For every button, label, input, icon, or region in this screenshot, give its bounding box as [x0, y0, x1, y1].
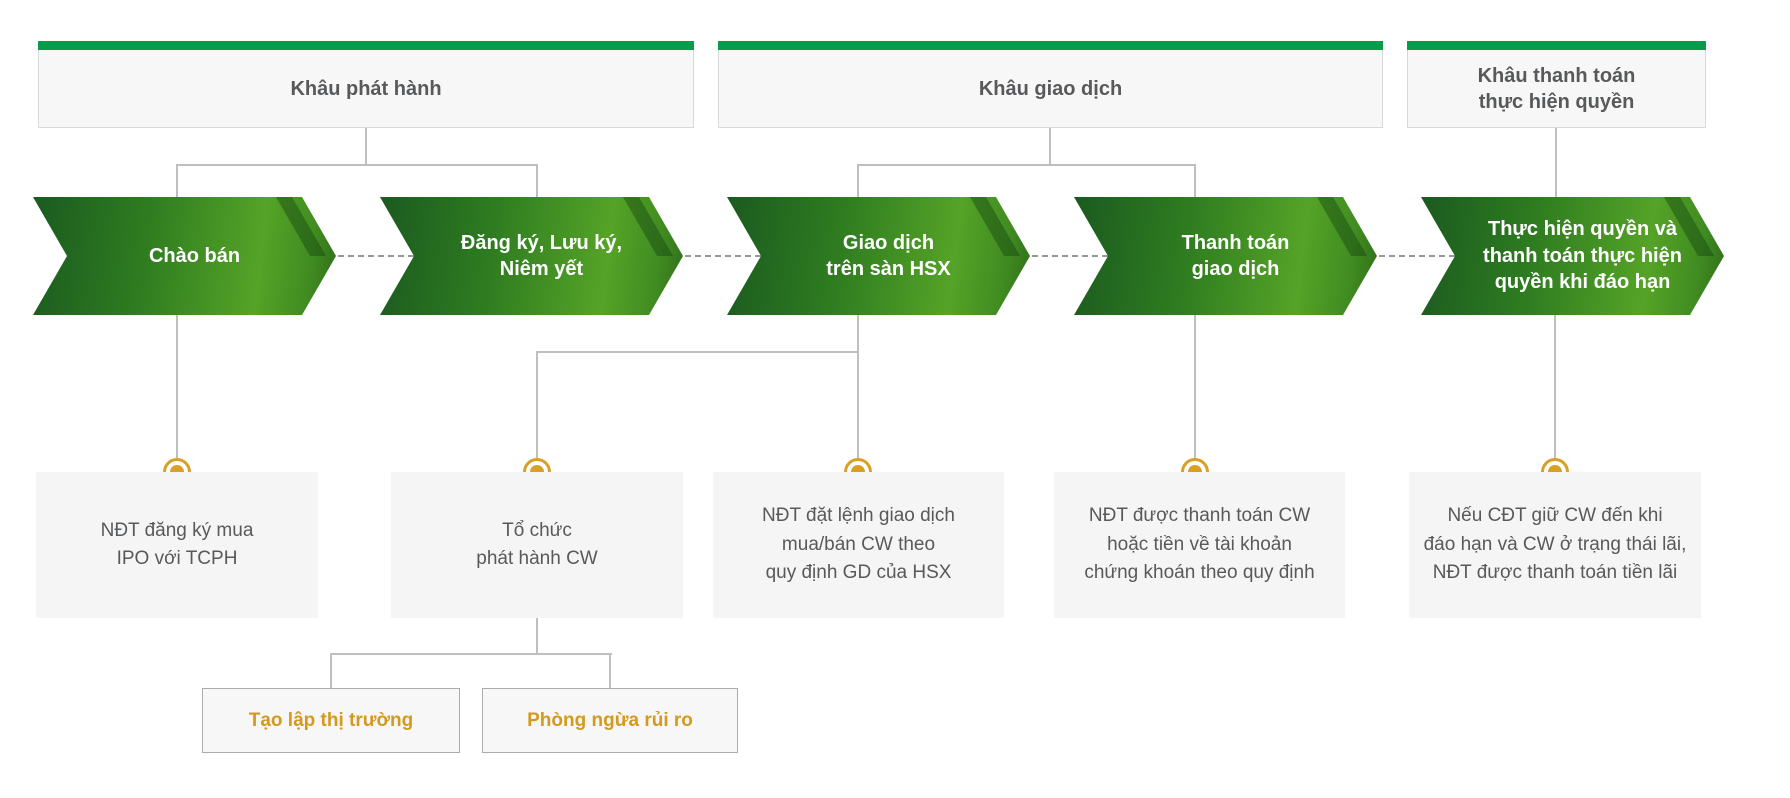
step-arrow-registration-listing: Đăng ký, Lưu ký, Niêm yết: [380, 197, 683, 315]
detail-box-maturity-payout: Nếu CĐT giữ CW đến khi đáo hạn và CW ở t…: [1409, 472, 1701, 618]
section-header-exercise-settlement: Khâu thanh toán thực hiện quyền: [1407, 41, 1706, 128]
connector-line: [176, 315, 178, 459]
connector-line: [1049, 128, 1051, 164]
detail-box-issuer: Tổ chức phát hành CW: [391, 472, 683, 618]
connector-line: [176, 164, 178, 198]
connector-line: [1554, 315, 1556, 459]
sub-step-market-making: Tạo lập thị trường: [202, 688, 460, 753]
connector-line: [1555, 128, 1557, 198]
dashed-link: [338, 255, 414, 257]
detail-box-order: NĐT đặt lệnh giao dịch mua/bán CW theo q…: [713, 472, 1004, 618]
connector-line: [609, 653, 611, 688]
step-arrow-trade-settlement: Thanh toán giao dịch: [1074, 197, 1377, 315]
connector-line: [331, 653, 612, 655]
step-arrow-trading-hsx: Giao dịch trên sàn HSX: [727, 197, 1030, 315]
arrow-fold-decoration: [623, 197, 674, 256]
section-header-trading: Khâu giao dịch: [718, 41, 1383, 128]
step-label: Giao dịch trên sàn HSX: [826, 231, 951, 280]
connector-line: [330, 653, 332, 688]
dashed-link: [1032, 255, 1108, 257]
step-label: Thực hiện quyền và thanh toán thực hiện …: [1483, 218, 1682, 294]
section-title: Khâu thanh toán thực hiện quyền: [1407, 50, 1706, 128]
section-title: Khâu giao dịch: [718, 50, 1383, 128]
section-green-bar: [38, 41, 694, 50]
connector-line: [365, 128, 367, 164]
detail-box-ipo: NĐT đăng ký mua IPO với TCPH: [36, 472, 318, 618]
connector-line: [537, 351, 859, 353]
step-arrow-offering: Chào bán: [33, 197, 336, 315]
connector-line: [857, 164, 859, 198]
arrow-fold-decoration: [1317, 197, 1368, 256]
connector-line: [536, 164, 538, 198]
arrow-fold-decoration: [276, 197, 327, 256]
section-header-issuance: Khâu phát hành: [38, 41, 694, 128]
section-green-bar: [718, 41, 1383, 50]
step-label: Đăng ký, Lưu ký, Niêm yết: [460, 231, 623, 280]
arrow-fold-decoration: [970, 197, 1021, 256]
section-title: Khâu phát hành: [38, 50, 694, 128]
connector-line: [536, 351, 538, 459]
dashed-link: [1379, 255, 1455, 257]
detail-box-settlement: NĐT được thanh toán CW hoặc tiền về tài …: [1054, 472, 1345, 618]
connector-line: [858, 164, 1196, 166]
connector-line: [536, 618, 538, 653]
connector-line: [177, 164, 538, 166]
section-green-bar: [1407, 41, 1706, 50]
dashed-link: [685, 255, 761, 257]
step-label: Thanh toán giao dịch: [1181, 231, 1290, 280]
connector-line: [857, 315, 859, 459]
sub-step-risk-hedging: Phòng ngừa rủi ro: [482, 688, 738, 753]
step-arrow-exercise-maturity: Thực hiện quyền và thanh toán thực hiện …: [1421, 197, 1724, 315]
step-label: Chào bán: [148, 244, 241, 267]
connector-line: [1194, 315, 1196, 459]
connector-line: [1194, 164, 1196, 198]
